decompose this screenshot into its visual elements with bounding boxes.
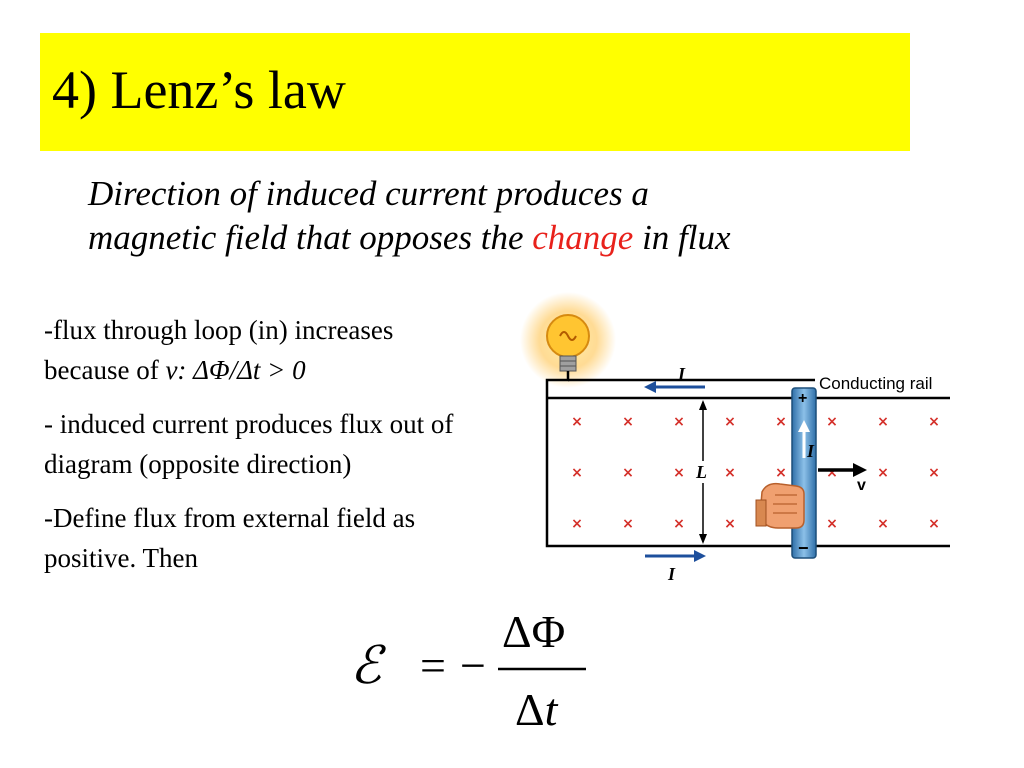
subtitle-line-2-start: magnetic field that opposes the (88, 218, 533, 257)
formula-denominator: Δt (515, 684, 559, 735)
field-mark: × (724, 414, 736, 430)
field-mark: × (775, 414, 787, 430)
field-mark: × (673, 465, 685, 481)
subtitle-line-2: magnetic field that opposes the change i… (88, 216, 988, 260)
field-mark: × (775, 465, 787, 481)
bullet-list: -flux through loop (in) increases becaus… (44, 310, 504, 592)
bottom-current-arrow: I (645, 550, 706, 584)
field-mark: × (928, 414, 940, 430)
field-mark: × (724, 516, 736, 532)
formula-minus: − (460, 640, 486, 691)
field-mark: × (724, 465, 736, 481)
emf-formula: ℰ = − ΔΦ Δt (350, 606, 586, 735)
subtitle-highlight: change (532, 218, 634, 257)
field-mark: × (622, 516, 634, 532)
bullet-3: -Define flux from external field as posi… (44, 503, 416, 573)
top-current-arrow: I (644, 364, 705, 393)
field-mark: × (673, 414, 685, 430)
rod-plus-sign: + (798, 390, 807, 407)
length-label: L (695, 462, 707, 482)
slide-title: 4) Lenz’s law (52, 60, 346, 120)
title-bar: 4) Lenz’s law (40, 33, 910, 151)
field-mark: × (673, 516, 685, 532)
bottom-current-label: I (667, 564, 676, 584)
bullet-1: -flux through loop (in) increases becaus… (44, 310, 504, 390)
field-mark: × (571, 414, 583, 430)
rod-minus-sign: − (798, 538, 809, 558)
field-mark: × (877, 414, 889, 430)
field-mark: × (571, 516, 583, 532)
rod-current-label: I (806, 441, 815, 461)
field-mark: × (622, 414, 634, 430)
field-mark: × (826, 414, 838, 430)
hand-icon (755, 482, 805, 529)
conducting-rail-label: Conducting rail (819, 374, 932, 393)
emf-symbol: ℰ (350, 636, 386, 696)
bullet-1-line-1: -flux through loop (in) increases (44, 315, 394, 345)
bullet-1-line-2: because of (44, 355, 166, 385)
subtitle-line-2-end: in flux (633, 218, 731, 257)
subtitle: Direction of induced current produces a … (88, 172, 988, 260)
bullet-2: - induced current produces flux out of d… (44, 409, 454, 479)
formula-equals: = (420, 640, 446, 691)
field-mark: × (928, 465, 940, 481)
bullet-1-math: v: ΔΦ/Δt > 0 (165, 355, 306, 385)
field-mark: × (622, 465, 634, 481)
subtitle-line-1: Direction of induced current produces a (88, 174, 649, 213)
light-bulb-icon (520, 292, 616, 388)
rail-diagram: ×××××××××××××××××××××××× L I I + − I v (520, 292, 950, 584)
magnetic-field-into-page: ×××××××××××××××××××××××× (571, 414, 940, 532)
field-mark: × (877, 465, 889, 481)
circuit-wires (545, 371, 815, 548)
field-mark: × (826, 516, 838, 532)
sliding-rod: + − I (791, 387, 817, 559)
field-mark: × (928, 516, 940, 532)
top-current-label: I (677, 364, 686, 384)
velocity-label: v (857, 477, 866, 494)
velocity-arrow: v (818, 463, 867, 494)
field-mark: × (571, 465, 583, 481)
field-mark: × (877, 516, 889, 532)
formula-numerator: ΔΦ (502, 606, 565, 657)
denominator-delta: Δ (515, 684, 545, 735)
field-mark: × (826, 465, 838, 481)
denominator-variable: t (545, 684, 559, 735)
length-indicator: L (694, 400, 712, 544)
